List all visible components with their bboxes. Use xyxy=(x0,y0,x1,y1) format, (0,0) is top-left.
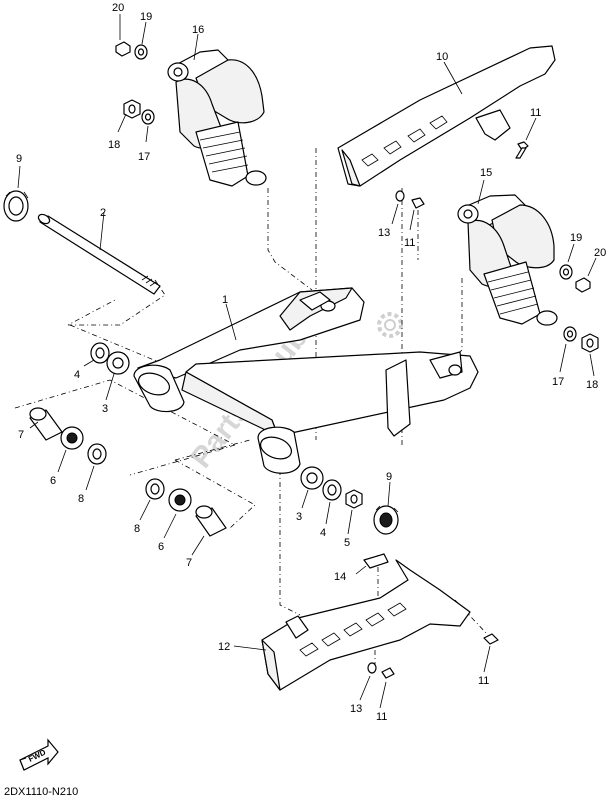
callout-19: 19 xyxy=(140,11,152,23)
washer-17-top[interactable] xyxy=(141,109,155,125)
washer-19-right[interactable] xyxy=(559,264,573,280)
oil-seal-3-right[interactable] xyxy=(300,466,324,490)
upper-chain-cover[interactable] xyxy=(337,45,556,187)
callout-4: 4 xyxy=(74,369,80,381)
callout-11: 11 xyxy=(478,675,489,687)
callout-6: 6 xyxy=(158,541,164,553)
swingarm[interactable] xyxy=(133,287,479,474)
washer-17-right[interactable] xyxy=(563,326,577,342)
callout-8: 8 xyxy=(134,523,140,535)
callout-8: 8 xyxy=(78,493,84,505)
callout-20: 20 xyxy=(112,2,124,14)
callout-7: 7 xyxy=(186,557,192,569)
callout-17: 17 xyxy=(138,151,150,163)
washer-13-lower[interactable] xyxy=(367,662,377,674)
callout-20: 20 xyxy=(594,247,606,259)
pivot-shaft[interactable] xyxy=(37,213,161,295)
callout-15: 15 xyxy=(480,167,492,179)
callout-19: 19 xyxy=(570,232,582,244)
rear-shock-absorber-left[interactable] xyxy=(167,49,267,187)
callout-17: 17 xyxy=(552,376,564,388)
callout-9: 9 xyxy=(386,471,392,483)
callout-10: 10 xyxy=(436,51,448,63)
callout-9: 9 xyxy=(16,153,22,165)
callout-labels: 20 19 16 10 11 18 17 9 2 13 11 15 19 20 … xyxy=(16,2,606,723)
callout-11: 11 xyxy=(530,107,541,119)
callout-3: 3 xyxy=(102,403,108,415)
bolt-11-top[interactable] xyxy=(515,141,529,159)
callout-12: 12 xyxy=(218,641,230,653)
bearing-6-left[interactable] xyxy=(60,426,84,450)
callout-13: 13 xyxy=(378,227,390,239)
callout-7: 7 xyxy=(18,429,24,441)
callout-14: 14 xyxy=(334,571,346,583)
bearing-6-right[interactable] xyxy=(168,488,192,512)
callout-5: 5 xyxy=(344,537,350,549)
bolt-11-lower-right[interactable] xyxy=(483,633,499,645)
fwd-arrow-icon: FWD xyxy=(19,738,59,771)
leader-lines xyxy=(17,14,597,709)
bolt-11-upper[interactable] xyxy=(411,197,425,209)
callout-6: 6 xyxy=(50,475,56,487)
seal-9-right[interactable] xyxy=(373,505,399,535)
callout-16: 16 xyxy=(192,24,204,36)
callout-11: 11 xyxy=(376,711,387,723)
washer-19-top[interactable] xyxy=(134,44,148,60)
lower-chain-cover[interactable] xyxy=(261,559,471,691)
oil-seal-3-left[interactable] xyxy=(106,351,130,375)
washer-8-right[interactable] xyxy=(145,478,165,500)
cover-piece[interactable] xyxy=(363,553,389,569)
seal-9-left[interactable] xyxy=(3,190,29,222)
bolt-20-right[interactable] xyxy=(575,277,591,293)
collar-7-left[interactable] xyxy=(29,407,63,441)
collar-7-right[interactable] xyxy=(195,505,227,537)
callout-11: 11 xyxy=(404,237,415,249)
bolt-20-top[interactable] xyxy=(115,41,131,57)
callout-18: 18 xyxy=(108,139,120,151)
nut-5[interactable] xyxy=(345,489,363,509)
callout-3: 3 xyxy=(296,511,302,523)
nut-18-right[interactable] xyxy=(581,333,599,353)
watermark-gear-icon xyxy=(377,312,403,338)
callout-4: 4 xyxy=(320,527,326,539)
nut-18-top[interactable] xyxy=(123,99,141,119)
rear-shock-absorber-right[interactable] xyxy=(457,194,558,326)
diagram-code: 2DX1110-N210 xyxy=(4,786,78,798)
washer-13-upper[interactable] xyxy=(395,190,405,202)
callout-13: 13 xyxy=(350,703,362,715)
callout-2: 2 xyxy=(100,207,106,219)
bolt-11-lower[interactable] xyxy=(381,667,395,679)
washer-8-left[interactable] xyxy=(87,443,107,465)
callout-18: 18 xyxy=(586,379,598,391)
washer-4-left[interactable] xyxy=(90,342,110,364)
washer-4-right[interactable] xyxy=(322,479,342,501)
callout-1: 1 xyxy=(222,294,228,306)
